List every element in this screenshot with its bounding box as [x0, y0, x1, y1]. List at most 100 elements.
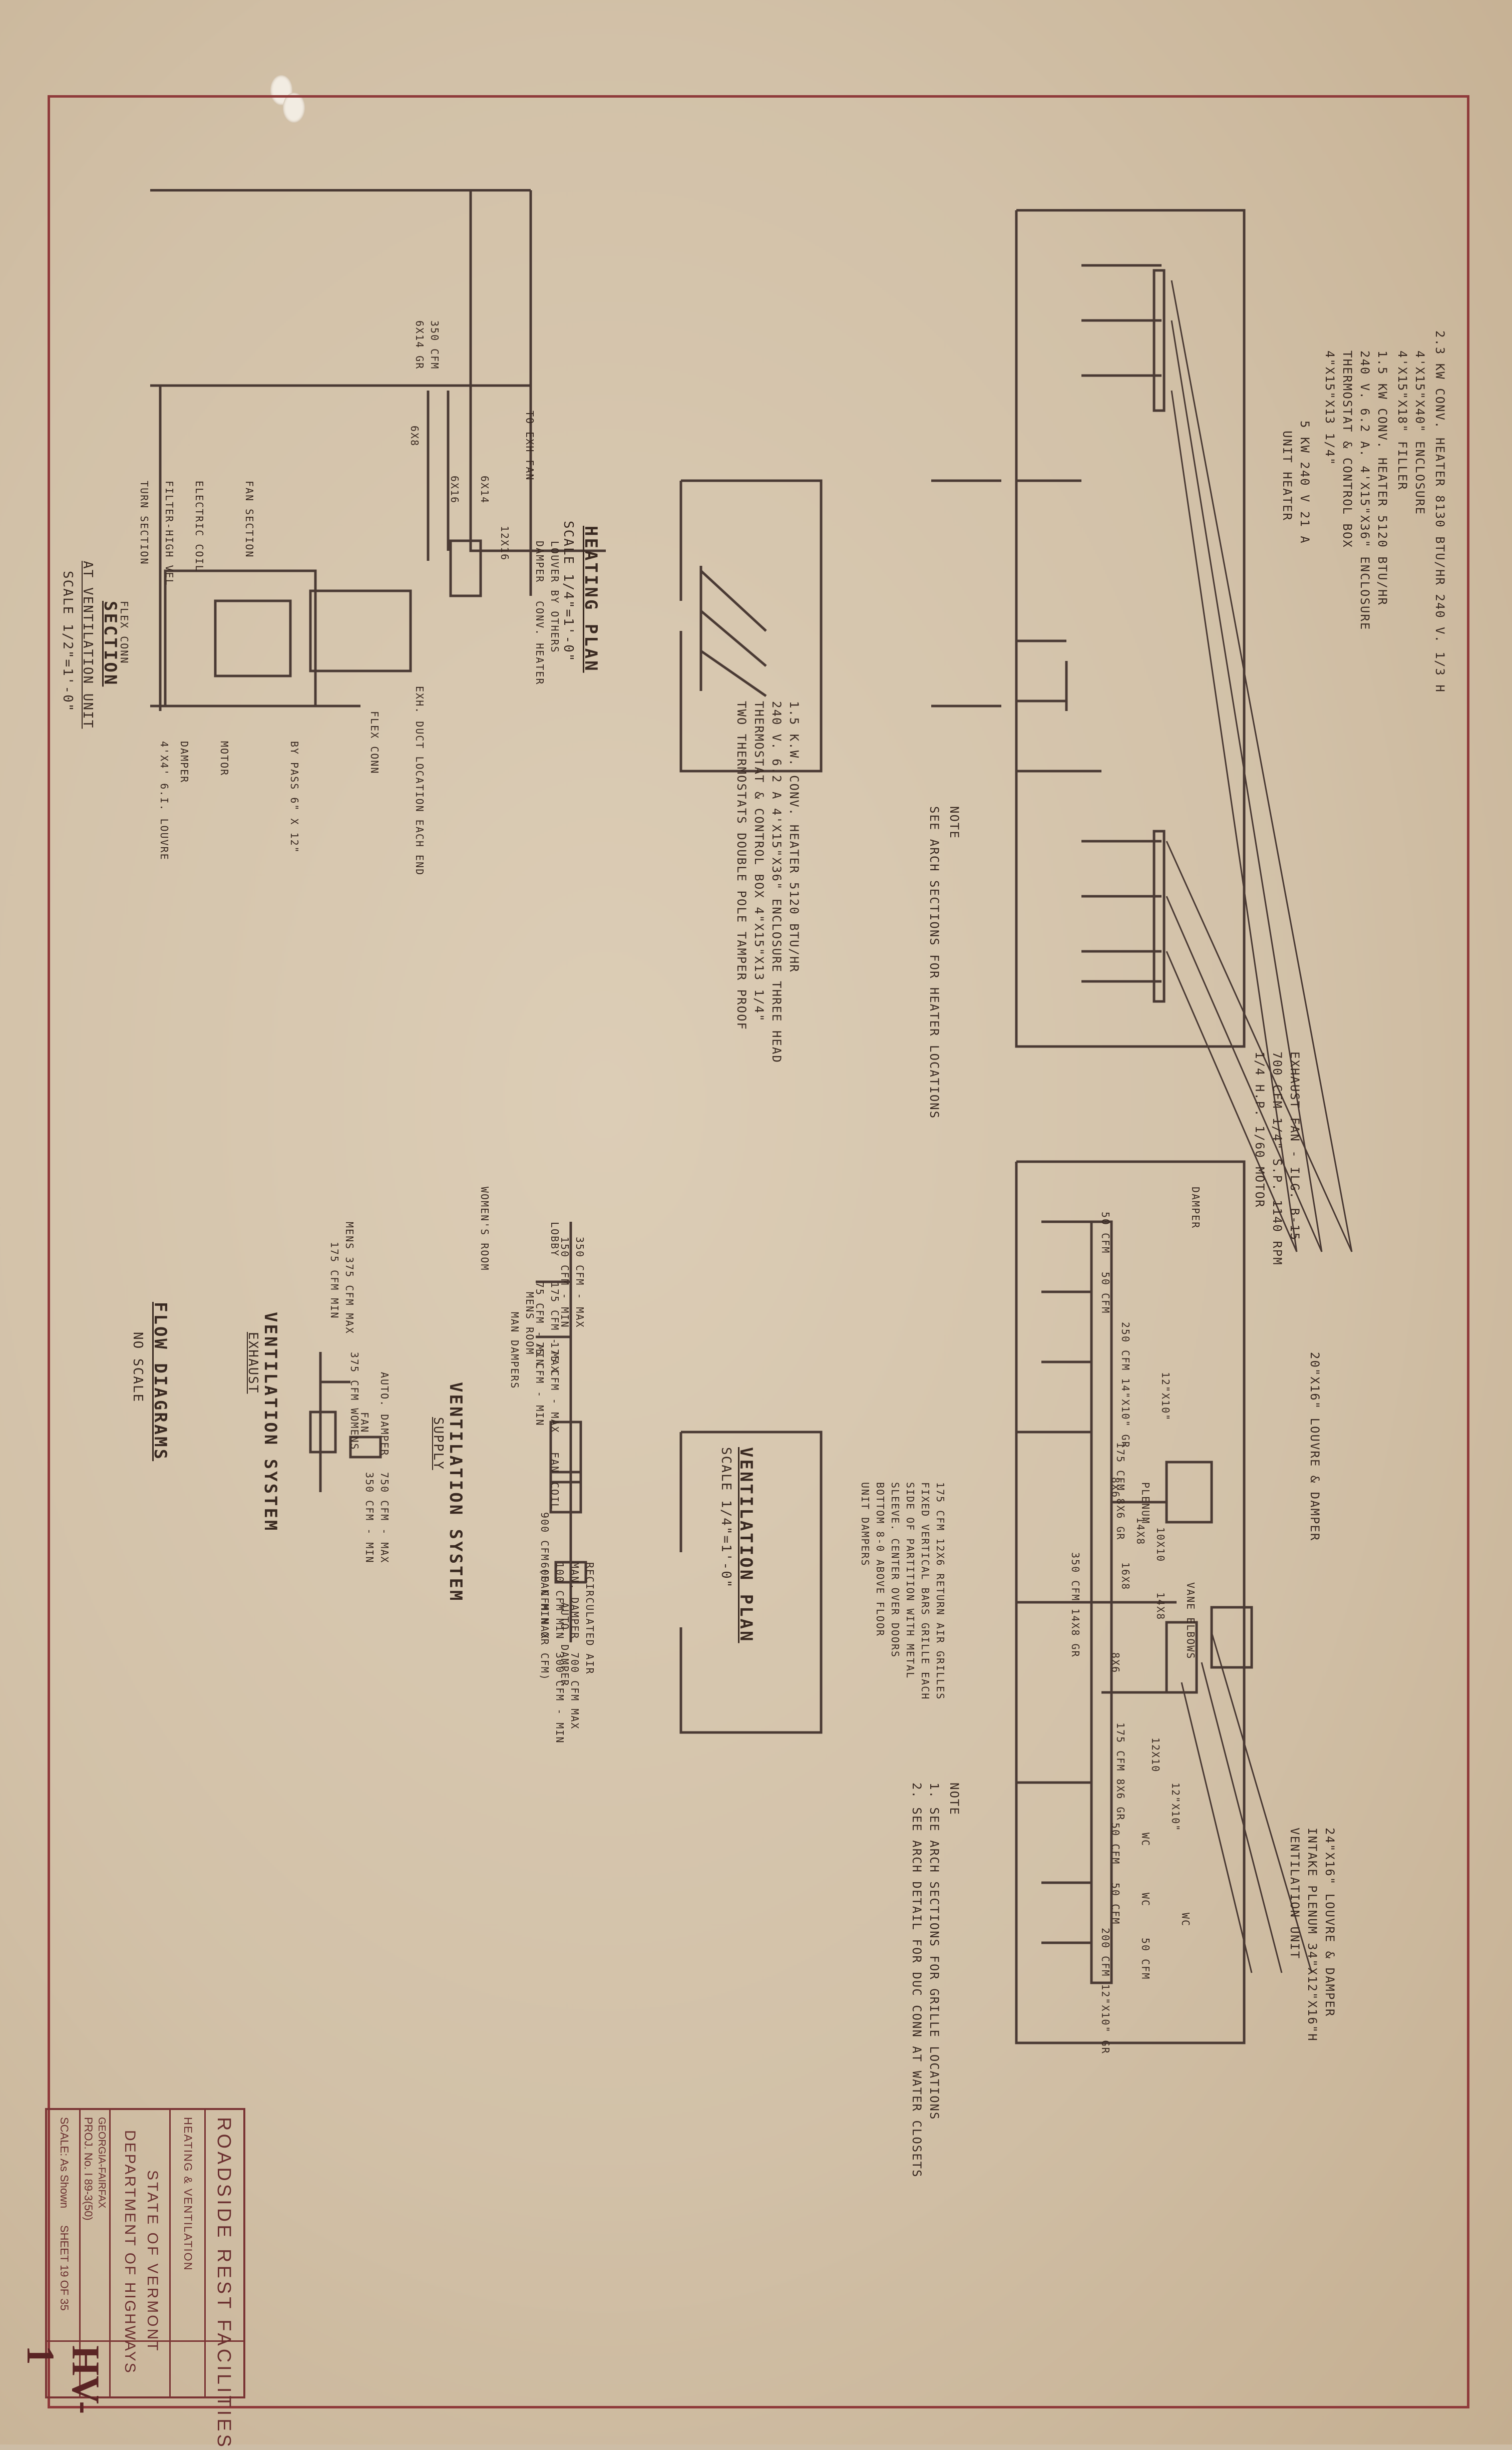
section-label-5: 6X16: [449, 476, 461, 504]
vent-cfm-2: 50 CFM: [1099, 1272, 1111, 1314]
supply-label-womens: WOMEN'S ROOM: [479, 1187, 491, 1271]
return-air-note-3: SIDE OF PARTITION WITH METAL: [904, 1482, 916, 1679]
return-air-note-4: SLEEVE. CENTER OVER DOORS: [889, 1482, 901, 1658]
vent-duct-8: 14X8: [1155, 1592, 1167, 1621]
vent-cfm-1: 50 CFM: [1099, 1212, 1111, 1254]
heating-plan-title: HEATING PLAN: [581, 526, 601, 673]
heater-left-callout-2: 240 V. 6.2 A 4'X15"X36" ENCLOSURE THREE …: [770, 701, 784, 1064]
exhaust-subtitle: EXHAUST: [245, 1332, 260, 1394]
exhaust-label-2: 175 CFM MIN: [328, 1242, 340, 1319]
heater-callout-3: 4'X15"X18" FILLER: [1395, 351, 1409, 491]
exhaust-label-1: MENS 375 CFM MAX: [343, 1222, 355, 1334]
ventilation-plan-small-room: [679, 1431, 823, 1734]
sheet-border: [48, 95, 1469, 2408]
return-air-note-5: BOTTOM 8-0 ABOVE FLOOR: [874, 1482, 886, 1637]
vent-note-2: 2. SEE ARCH DETAIL FOR DUC CONN AT WATER…: [910, 1783, 924, 2178]
supply-title: VENTILATION SYSTEM: [446, 1382, 466, 1603]
heater-callout-4: 1.5 KW CONV. HEATER 5120 BTU/HR: [1375, 351, 1389, 606]
vent-cfm-4: 175 CFM 8X6 GR: [1114, 1442, 1126, 1541]
section-label-9: LOUVER BY OTHERS: [549, 541, 561, 653]
section-label-19: FILTER-HIGH VEL: [163, 481, 175, 586]
exhaust-title: VENTILATION SYSTEM: [260, 1312, 280, 1533]
flow-diagrams-scale: NO SCALE: [130, 1332, 145, 1403]
heater-callout-9: UNIT HEATER: [1280, 431, 1294, 521]
section-label-4: 6X8: [409, 426, 421, 447]
vent-duct-9: 12X10: [1150, 1737, 1162, 1773]
ventilation-plan-title: VENTILATION PLAN: [736, 1447, 756, 1643]
section-label-6: 6X14: [479, 476, 491, 504]
section-scale: SCALE 1/2"=1'-0": [60, 571, 75, 713]
supply-label-17: 600 CFM MAX: [539, 1562, 551, 1640]
heater-left-callout-4: TWO THERMOSTATS DOUBLE POLE TAMPER PROOF: [734, 701, 748, 1030]
vent-duct-1: 12"X10": [1160, 1372, 1172, 1422]
return-air-note-6: UNIT DAMPERS: [859, 1482, 871, 1567]
heating-plan-small-room: [679, 479, 823, 773]
supply-label-15: RECIRCULATED AIR: [584, 1562, 596, 1675]
tb-sheet: SHEET 19 OF 35: [58, 2225, 71, 2311]
vent-duct-7: 10X10: [1155, 1527, 1167, 1563]
heater-callout-1: 2.3 KW CONV. HEATER 8130 BTU/HR 240 V. 1…: [1433, 330, 1447, 693]
exhaust-label-3: 375 CFM WOMENS: [348, 1352, 360, 1451]
supply-subtitle: SUPPLY: [431, 1417, 446, 1470]
tb-scale: SCALE: As Shown: [58, 2117, 71, 2209]
punch-hole-right: [283, 93, 305, 123]
vent-callout-intake: INTAKE PLENUM 34"X12"X16"H: [1305, 1828, 1319, 2042]
section-linework: [150, 189, 606, 711]
vent-callout-vane: VANE ELBOWS: [1185, 1582, 1197, 1660]
section-label-11: EXH. DUCT LOCATION EACH END: [414, 686, 426, 876]
vent-callout-louvre-1: 20"X16" LOUVRE & DAMPER: [1308, 1352, 1322, 1542]
heater-callout-8: 5 KW 240 V 21 A: [1298, 421, 1312, 544]
supply-label-10: 75 CFM - MIN: [534, 1342, 546, 1427]
heating-plan-scale: SCALE 1/4"=1'-0": [561, 521, 576, 662]
vent-cfm-6: 175 CFM 8X6 GR: [1114, 1722, 1126, 1821]
flow-diagrams-title: FLOW DIAGRAMS: [150, 1302, 170, 1462]
vent-duct-2: 12"X10": [1170, 1783, 1182, 1832]
tb-drawing-subject: HEATING & VENTILATION: [182, 2117, 194, 2271]
heater-callout-6: THERMOSTAT & CONTROL BOX: [1340, 351, 1354, 548]
flow-diagram-linework: [309, 1222, 587, 1642]
section-label-3: TO EXH FAN: [524, 411, 536, 481]
vent-cfm-3: 250 CFM 14"X10" GR: [1119, 1322, 1131, 1449]
ventilation-plan-scale: SCALE 1/4"=1'-0": [718, 1447, 733, 1589]
exhaust-label-6: 750 CFM - MAX: [379, 1472, 391, 1564]
exhaust-label-4: AUTO. DAMPER: [379, 1372, 391, 1457]
supply-label-fan: FAN: [549, 1452, 561, 1474]
section-subtitle: AT VENTILATION UNIT: [80, 561, 95, 729]
tb-agency-2: DEPARTMENT OF HIGHWAYS: [122, 2130, 138, 2374]
vent-callout-unit: VENTILATION UNIT: [1288, 1828, 1302, 1960]
section-label-21: FLEX CONN: [118, 601, 130, 664]
heating-plan-walls: [931, 209, 1246, 1048]
heater-callout-5: 240 V. 6.2 A. 4'X15"X36" ENCLOSURE: [1358, 351, 1372, 631]
return-air-note-1: 175 CFM 12X6 RETURN AIR GRILLES: [934, 1482, 946, 1700]
supply-label-dampers: MAN DAMPERS: [509, 1312, 521, 1389]
section-label-7: 12X16: [499, 526, 511, 561]
section-label-1: 350 CFM: [429, 320, 441, 370]
vent-note-1: 1. SEE ARCH SECTIONS FOR GRILLE LOCATION…: [927, 1783, 941, 2121]
exhaust-label-fan: FAN: [358, 1412, 370, 1434]
section-label-15: DAMPER: [178, 741, 190, 784]
vent-cfm-8: 50 CFM: [1109, 1883, 1121, 1925]
exhaust-label-7: 350 CFM - MIN: [363, 1472, 375, 1564]
vent-cfm-5: 350 CFM 14X8 GR: [1069, 1552, 1081, 1658]
section-label-13: BY PASS 6" X 12": [288, 741, 300, 854]
supply-label-19: 700 CFM MAX: [569, 1652, 581, 1730]
sheet-number: HV-1: [19, 2345, 108, 2414]
tb-project-name: ROADSIDE REST FACILITIES: [213, 2117, 234, 2450]
exhaust-fan-line-1: EXHAUST FAN - ILG. B-15: [1288, 1052, 1302, 1241]
vent-callout-louvre-2: 24"X16" LOUVRE & DAMPER: [1323, 1828, 1337, 2017]
vent-callout-damper-1: DAMPER: [1190, 1187, 1202, 1229]
exhaust-fan-line-2: 700 CFM 1/4" S.P. 1140 RPM: [1270, 1052, 1284, 1266]
vent-wc-2: WC: [1140, 1893, 1152, 1907]
section-label-20: TURN SECTION: [138, 481, 150, 565]
vent-duct-6: 16X8: [1119, 1562, 1131, 1591]
section-label-14: MOTOR: [218, 741, 230, 777]
vent-cfm-7: 50 CFM: [1109, 1823, 1121, 1865]
section-label-8: DAMPER: [534, 541, 546, 583]
vent-cfm-10: 50 CFM: [1140, 1938, 1152, 1980]
ventilation-plan-walls: [1015, 1160, 1253, 2044]
vent-wc-3: WC: [1180, 1913, 1192, 1927]
section-label-17: FAN SECTION: [243, 481, 255, 558]
vent-duct-5: 14X8: [1135, 1517, 1147, 1546]
